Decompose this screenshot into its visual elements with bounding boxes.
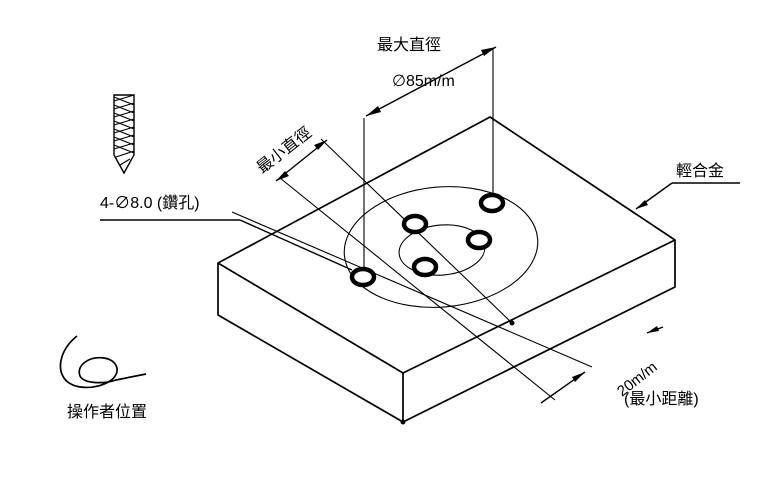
alloy-plate <box>217 116 676 425</box>
drill-bit-icon <box>113 94 135 175</box>
hole-outer-right <box>478 192 506 214</box>
plate-right-face <box>402 240 676 423</box>
hole-inner-bottom <box>411 256 439 278</box>
dimension-lines <box>100 46 740 404</box>
hole-inner-right <box>465 229 493 251</box>
hole-outer-left <box>349 266 377 288</box>
plate-corner-dot <box>400 419 406 425</box>
max-diameter-circle <box>343 186 539 308</box>
plate-left-face <box>217 263 404 423</box>
max-diameter-title: 最大直徑 <box>377 36 441 54</box>
operator-cable-icon <box>59 335 147 389</box>
min-diameter-label: 最小直徑 <box>253 124 315 178</box>
material-label: 輕合金 <box>676 162 724 180</box>
hole-inner-top <box>401 213 429 235</box>
min-distance-title: (最小距離) <box>624 390 699 408</box>
operator-position-label: 操作者位置 <box>67 403 147 421</box>
diameter-circles <box>343 186 539 308</box>
max-diameter-value: ∅85m/m <box>392 73 455 90</box>
drilled-holes <box>349 192 506 288</box>
drill-hole-label: 4-∅8.0 (鑽孔) <box>100 194 200 212</box>
